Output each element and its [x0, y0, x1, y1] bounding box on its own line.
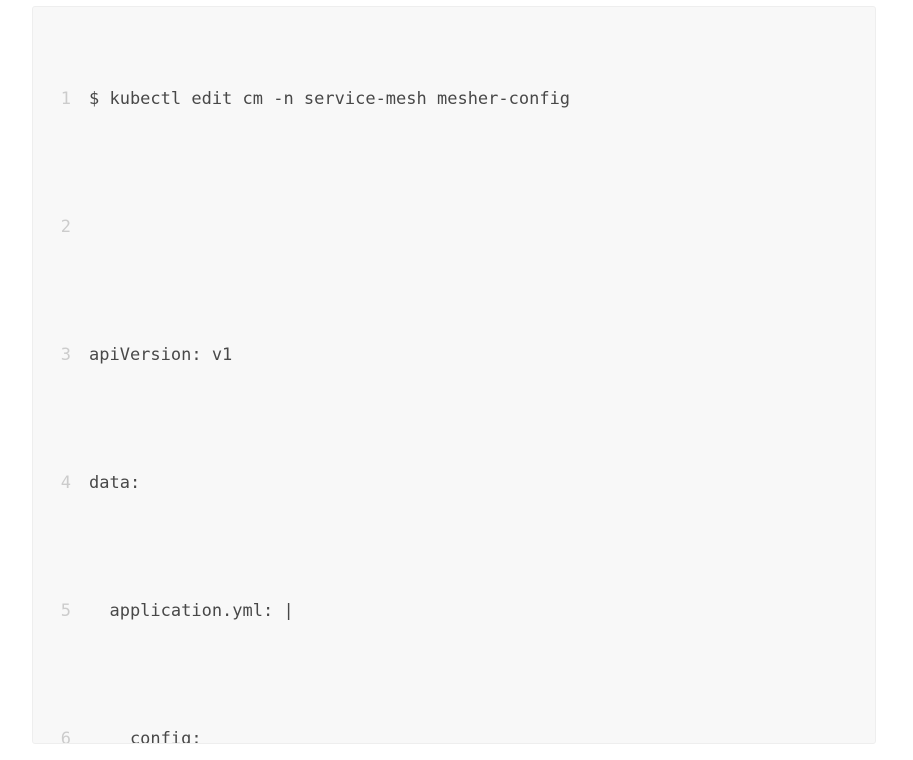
- code-lines: 1 $ kubectl edit cm -n service-mesh meshe…: [33, 7, 875, 744]
- code-segment-plain: application.yml: |: [89, 601, 294, 621]
- line-code-text: data:: [71, 467, 140, 499]
- code-line: 4 data:: [33, 467, 863, 499]
- code-segment-plain: $ kubectl edit cm -n service-mesh mesher…: [89, 89, 571, 109]
- line-code-text: [71, 211, 89, 243]
- line-code-text: $ kubectl edit cm -n service-mesh mesher…: [71, 83, 570, 115]
- line-code-text: apiVersion: v1: [71, 339, 232, 371]
- code-line: 2: [33, 211, 863, 243]
- code-line: 1 $ kubectl edit cm -n service-mesh meshe…: [33, 83, 863, 115]
- code-segment-plain: config:: [89, 729, 202, 744]
- code-line: 3 apiVersion: v1: [33, 339, 863, 371]
- line-code-text: application.yml: |: [71, 595, 294, 627]
- line-number: 6: [60, 729, 71, 744]
- code-block-panel: 1 $ kubectl edit cm -n service-mesh meshe…: [32, 6, 876, 744]
- code-segment-plain: apiVersion: v1: [89, 345, 233, 365]
- line-number: 3: [60, 345, 71, 365]
- line-number: 2: [60, 217, 71, 237]
- line-number: 1: [60, 89, 71, 109]
- line-number: 4: [60, 473, 71, 493]
- code-segment-plain: data:: [89, 473, 141, 493]
- line-code-text: config:: [71, 723, 202, 744]
- line-number: 5: [60, 601, 71, 621]
- code-line: 5 application.yml: |: [33, 595, 863, 627]
- code-line: 6 config:: [33, 723, 863, 744]
